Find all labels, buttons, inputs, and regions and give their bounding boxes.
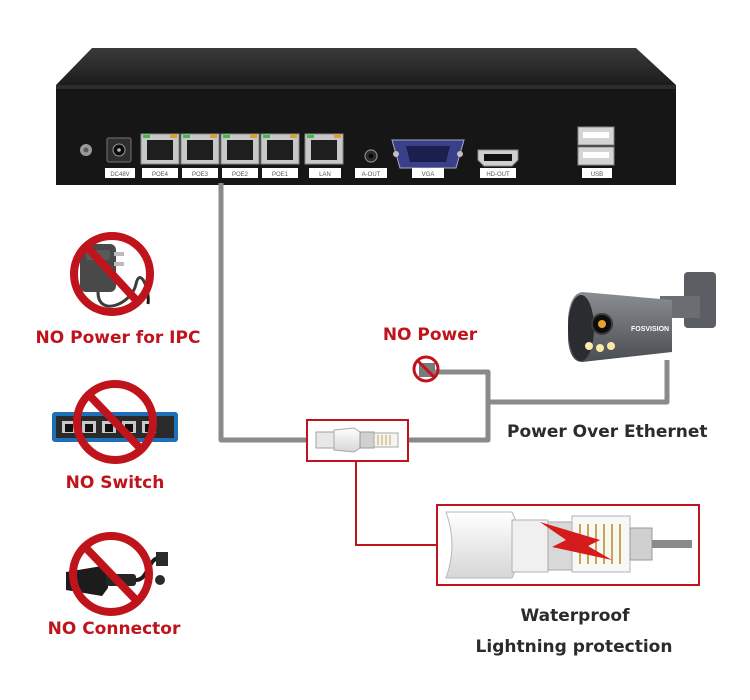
poe2-label: POE2	[232, 172, 249, 178]
no-power-for-ipc-label: NO Power for IPC	[36, 328, 201, 348]
hdmi-port: HD-OUT	[477, 149, 519, 178]
poe-port-2: POE2	[220, 133, 260, 178]
no-power-indicator: NO Power	[383, 325, 478, 383]
prohibited-icon	[412, 355, 440, 383]
vga-label: VGA	[422, 172, 435, 178]
prohibited-icon	[69, 532, 153, 616]
no-connector-label: NO Connector	[48, 619, 181, 639]
poe3-label: POE3	[192, 172, 209, 178]
inline-rj45-connector	[306, 419, 409, 462]
lan-label: LAN	[319, 172, 331, 178]
usb-label: USB	[591, 172, 603, 178]
panel-no-power-adapter: NO Power for IPC	[36, 232, 201, 348]
hdout-label: HD-OUT	[486, 172, 510, 178]
camera-brand: FOSVISION	[631, 326, 669, 333]
dc-jack: DC48V	[105, 137, 135, 178]
lan-port: LAN	[304, 133, 344, 178]
lightning-icon	[540, 522, 612, 560]
no-switch-label: NO Switch	[66, 473, 165, 493]
nvr-device: DC48V POE4 POE3 POE2	[56, 48, 676, 185]
poe-port-3: POE3	[180, 133, 220, 178]
poe4-label: POE4	[152, 172, 169, 178]
poe-caption: Power Over Ethernet	[507, 422, 708, 442]
aout-label: A-OUT	[362, 172, 381, 178]
camera-body	[568, 292, 672, 362]
audio-out-port: A-OUT	[355, 149, 387, 178]
dc-port-label: DC48V	[110, 172, 129, 178]
vga-port: VGA	[391, 139, 465, 178]
nvr-top-surface	[56, 48, 676, 85]
poe-port-4: POE4	[140, 133, 180, 178]
prohibited-icon	[73, 380, 157, 464]
panel-no-switch: NO Switch	[52, 380, 178, 493]
poe-port-1: POE1	[260, 133, 300, 178]
lightning-protection-label: Lightning protection	[476, 637, 673, 657]
waterproof-boot	[445, 511, 521, 579]
poe1-label: POE1	[272, 172, 289, 178]
usb-ports: USB	[577, 126, 615, 178]
connector-detail: Waterproof Lightning protection	[436, 504, 700, 657]
callout-line	[355, 461, 437, 546]
waterproof-label: Waterproof	[521, 606, 631, 626]
no-power-label: NO Power	[383, 325, 478, 345]
ip-camera: FOSVISION Power Over Ethernet	[507, 272, 716, 442]
panel-no-connector: NO Connector	[48, 532, 181, 639]
